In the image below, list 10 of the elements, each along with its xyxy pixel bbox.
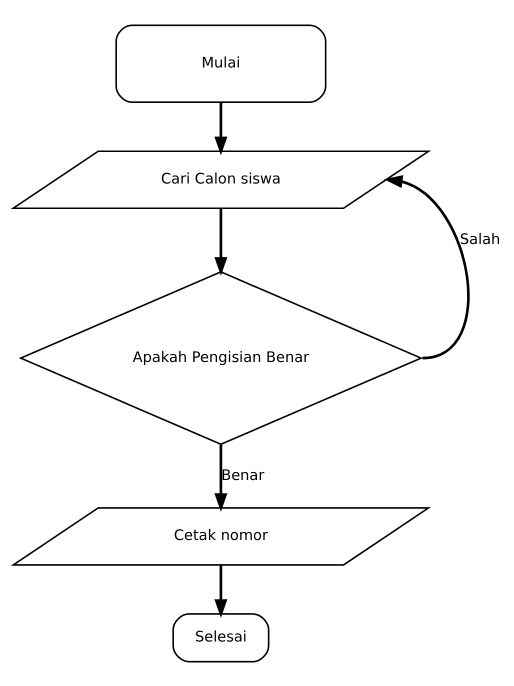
- arrow: [384, 174, 470, 359]
- arrow: [214, 102, 228, 155]
- edge-label: Salah: [460, 230, 500, 248]
- edge-label: Benar: [221, 466, 264, 484]
- node-box: Selesai: [172, 612, 270, 662]
- arrow: [214, 208, 228, 276]
- node-diamond: Apakah Pengisian Benar: [18, 270, 424, 445]
- arrow: [214, 564, 228, 618]
- node-box: Mulai: [115, 24, 326, 102]
- arrow: [214, 444, 228, 512]
